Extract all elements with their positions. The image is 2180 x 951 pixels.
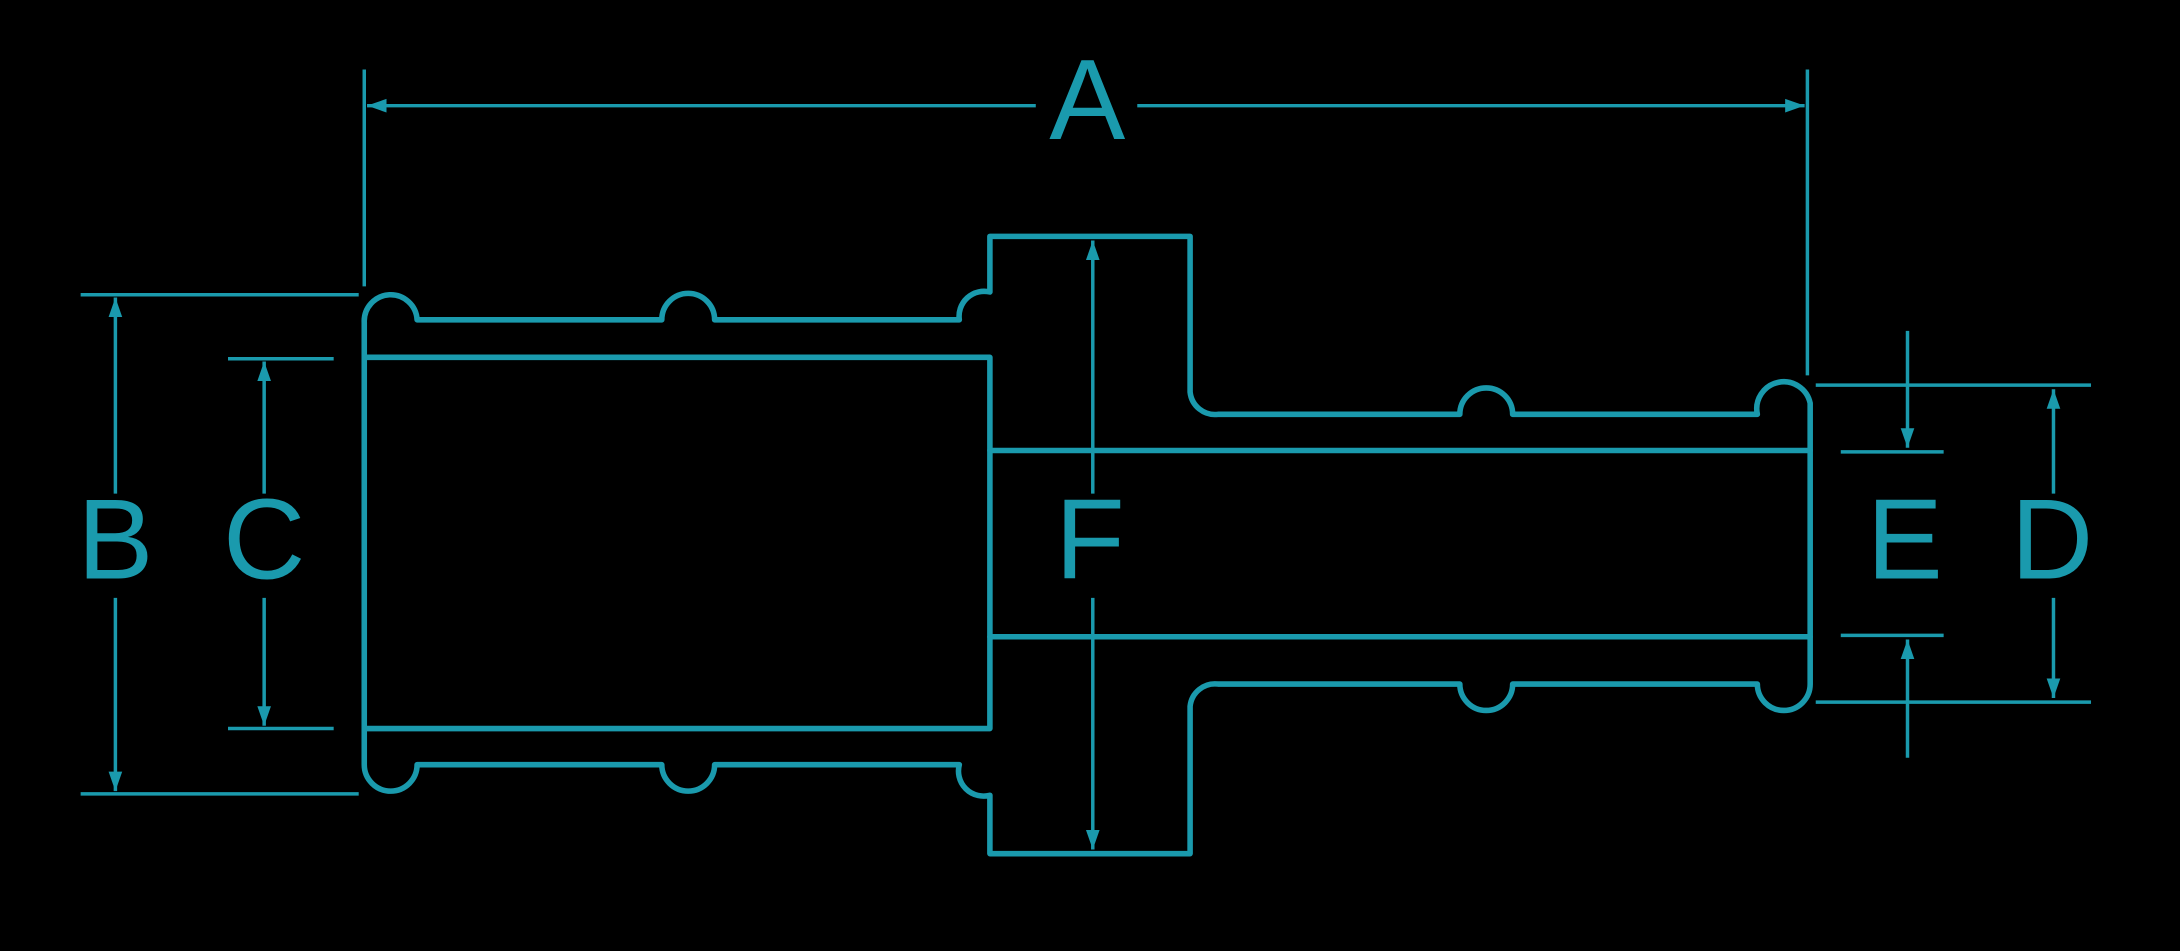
fitting-outline: [361, 233, 1813, 857]
dimension-lines: [80, 69, 2092, 850]
dimension-label-f: F: [1055, 476, 1125, 603]
dimension-label-b: B: [77, 476, 153, 603]
large-bore-line: [361, 354, 993, 732]
dimension-label-c: C: [223, 476, 305, 603]
dimension-label-d: D: [2011, 476, 2093, 603]
dimension-label-e: E: [1867, 476, 1943, 603]
fitting-outer-profile: [361, 233, 1813, 857]
dimension-label-a: A: [1049, 37, 1125, 164]
